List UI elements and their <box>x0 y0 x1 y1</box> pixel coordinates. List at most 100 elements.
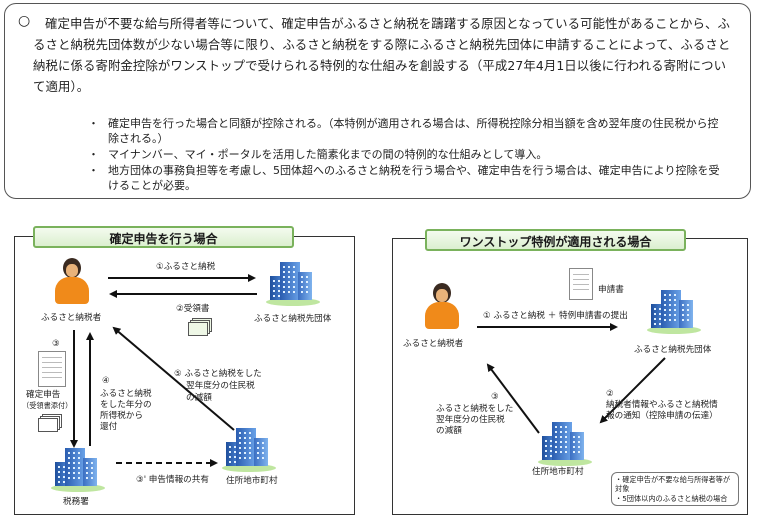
building-window <box>58 471 60 473</box>
building-window <box>91 462 93 464</box>
building-window <box>73 477 75 479</box>
building-window <box>249 432 251 434</box>
building-window <box>560 441 562 443</box>
building-window <box>555 446 557 448</box>
building-window <box>565 451 567 453</box>
building-window <box>293 291 295 293</box>
right-step2-line1: 納税者情報やふるさと納税情 <box>606 400 718 410</box>
building-window <box>578 451 580 453</box>
application-form-icon <box>569 268 593 300</box>
building-window <box>86 467 88 469</box>
building-window <box>288 291 290 293</box>
building-window <box>550 445 552 447</box>
building-window <box>682 309 684 311</box>
right-step1-label: ① ふるさと納税 ＋ 特例申請書の提出 <box>483 311 628 321</box>
building-window <box>301 281 303 283</box>
building-window <box>68 467 70 469</box>
building-window <box>674 309 676 311</box>
building-window <box>573 436 575 438</box>
building-window <box>669 294 671 296</box>
building-window <box>68 452 70 454</box>
left-step2-label: ②受領書 <box>176 304 210 314</box>
building-window <box>234 456 236 458</box>
building-window <box>578 441 580 443</box>
building-window <box>555 441 557 443</box>
building-window <box>86 472 88 474</box>
building-window <box>578 446 580 448</box>
arrow-step5 <box>112 326 235 431</box>
building-window <box>244 447 246 449</box>
taxpayer-person-icon <box>55 258 89 304</box>
building-window <box>669 299 671 301</box>
building-window <box>58 476 60 478</box>
building-window <box>682 314 684 316</box>
left-step5-line1: ⑤ ふるさと納税をした <box>174 369 262 379</box>
building-window <box>262 442 264 444</box>
building-window <box>63 466 65 468</box>
bullet-text: 地方団体の事務負担等を考慮し、5団体超へのふるさと納税を行う場合や、確定申告を行… <box>108 164 720 192</box>
left-step3-num: ③ <box>52 339 60 349</box>
furusato-org-building-icon <box>647 290 701 334</box>
building-window <box>573 441 575 443</box>
bullet-dot: ・ <box>88 164 99 177</box>
bullet-dot: ・ <box>88 148 99 161</box>
building-window <box>68 457 70 459</box>
building-window <box>68 472 70 474</box>
building-window <box>262 452 264 454</box>
building-window <box>234 461 236 463</box>
attached-receipt-icon <box>38 414 62 432</box>
right-taxpayer-label: ふるさと納税者 <box>403 339 464 349</box>
right-step3-line2: 翌年度分の住民税 <box>436 415 505 425</box>
building-window <box>664 314 666 316</box>
building-window <box>63 481 65 483</box>
building-window <box>687 309 689 311</box>
building-window <box>249 447 251 449</box>
building-window <box>73 467 75 469</box>
building-window <box>283 281 285 283</box>
building-window <box>565 441 567 443</box>
building-window <box>278 290 280 292</box>
explanation-paragraph: 確定申告が不要な給与所得者等について、確定申告がふるさと納税を躊躇する原因となっ… <box>33 16 731 94</box>
building-window <box>565 446 567 448</box>
building-window <box>654 308 656 310</box>
building-window <box>91 472 93 474</box>
building-window <box>278 285 280 287</box>
building-window <box>288 271 290 273</box>
building-window <box>244 457 246 459</box>
building-window <box>687 314 689 316</box>
building-window <box>78 462 80 464</box>
municipality-building-icon <box>222 428 276 472</box>
building-window <box>78 477 80 479</box>
furusato-org-building-icon <box>266 262 320 306</box>
left-step4-line1: ふるさと納税 <box>100 389 152 399</box>
building-window <box>560 426 562 428</box>
tax-return-document-icon <box>38 351 66 387</box>
building-window <box>674 314 676 316</box>
building-window <box>682 319 684 321</box>
building-window <box>545 455 547 457</box>
building-window <box>244 452 246 454</box>
left-step5-line3: の減額 <box>186 393 212 403</box>
building-window <box>674 319 676 321</box>
building-window <box>301 291 303 293</box>
building-window <box>244 442 246 444</box>
building-window <box>273 285 275 287</box>
building-window <box>273 290 275 292</box>
right-step3-num: ③ <box>491 392 499 402</box>
building-window <box>664 294 666 296</box>
building-window <box>288 276 290 278</box>
left-step3p-label: ③' 申告情報の共有 <box>136 475 209 485</box>
building-window <box>229 461 231 463</box>
left-step1-label: ①ふるさと納税 <box>156 262 216 272</box>
left-step4-num: ④ <box>102 376 110 386</box>
building-window <box>669 304 671 306</box>
building-window <box>545 440 547 442</box>
building-window <box>58 466 60 468</box>
tax-office-building-icon <box>51 448 105 492</box>
building-window <box>550 455 552 457</box>
building-window <box>63 476 65 478</box>
building-window <box>654 313 656 315</box>
building-window <box>306 286 308 288</box>
